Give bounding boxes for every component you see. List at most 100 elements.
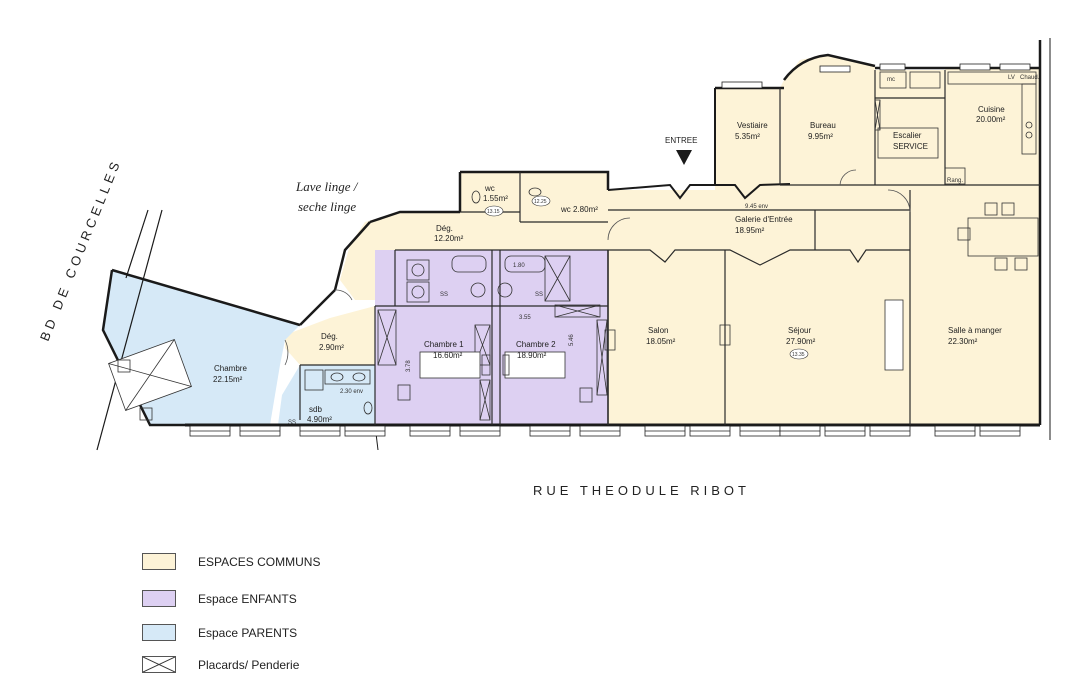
wc1-name: wc: [484, 184, 495, 193]
placard: [474, 324, 491, 366]
height-badge: [531, 195, 551, 207]
sink: [470, 282, 486, 298]
chambre1-name: Chambre 1: [424, 340, 464, 349]
mc-box: [909, 71, 941, 89]
chair: [994, 257, 1008, 271]
legend-item-parents: Espace PARENTS: [142, 624, 402, 644]
sejour-area: 27.90m²: [786, 337, 816, 346]
door-arc: [334, 289, 353, 301]
rang-box: [944, 167, 966, 185]
sdb-name: sdb: [309, 405, 322, 414]
street-line: [96, 209, 163, 451]
dim-label: 2.30 env: [340, 389, 363, 395]
door-arc: [607, 217, 631, 241]
legend-label: Espace PARENTS: [198, 626, 298, 640]
dim-label: 1.80: [513, 263, 525, 269]
door-arc: [887, 189, 911, 213]
room-labels: Vestiaire 5.35m² Bureau 9.95m² Escalier …: [213, 105, 1006, 424]
cuisine-name: Cuisine: [978, 105, 1005, 114]
note-line1: Lave linge /: [295, 179, 359, 194]
kitchen-counter: [947, 71, 1037, 85]
nightstand: [139, 407, 153, 421]
window: [959, 63, 991, 71]
deg1-area: 12.20m²: [434, 234, 464, 243]
legend-label: Espace ENFANTS: [198, 592, 297, 606]
wc1-area: 1.55m²: [483, 194, 508, 203]
dim-label: 3.55: [519, 315, 531, 321]
deg2-name: Dég.: [321, 332, 338, 341]
zone-parents-sdb: [278, 365, 375, 425]
bed-chambre2: [504, 351, 566, 379]
bath-chambre2: [504, 255, 546, 273]
sdb-toilet: [363, 401, 373, 415]
mc-label: mc: [887, 77, 895, 83]
street-bottom: RUE THEODULE RIBOT: [533, 483, 750, 498]
vestiaire-area: 5.35m²: [735, 132, 760, 141]
bed-parents: [108, 339, 192, 411]
wc-toilet: [471, 190, 481, 204]
door-arc: [284, 339, 289, 366]
height-badge: [484, 205, 504, 217]
chambre2-area: 18.90m²: [517, 351, 547, 360]
dim-label: 9.45 env: [745, 204, 768, 210]
sdb-area: 4.90m²: [307, 415, 332, 424]
fireplace: [604, 329, 616, 351]
sdb-sink: [330, 372, 344, 382]
chambre-area: 22.15m²: [213, 375, 243, 384]
bureau-area: 9.95m²: [808, 132, 833, 141]
legend-item-enfants: Espace ENFANTS: [142, 590, 402, 610]
placard: [554, 304, 601, 318]
placard: [544, 255, 571, 302]
zone-communs-deg2: [285, 306, 375, 365]
vestiaire-name: Vestiaire: [737, 121, 768, 130]
sdb-vanity: [324, 369, 371, 385]
tv: [884, 299, 904, 371]
chambre-name: Chambre: [214, 364, 247, 373]
hob: [1025, 131, 1033, 139]
bed-line: [125, 339, 175, 411]
chair: [984, 202, 998, 216]
small-labels: mc LV Chaud. Rang. SS SS SS 9.45 env 3.5…: [288, 75, 1040, 426]
hob: [1025, 121, 1033, 129]
window: [879, 63, 906, 71]
legend-label: Placards/ Penderie: [198, 658, 300, 672]
chambre2-name: Chambre 2: [516, 340, 556, 349]
fireplace: [719, 324, 731, 346]
windows: [189, 63, 1031, 437]
wall: [460, 170, 610, 190]
zone-communs-main: [608, 55, 1040, 425]
salon-area: 18.05m²: [646, 337, 676, 346]
stair-box: [877, 127, 939, 159]
washer: [406, 259, 430, 281]
placard-cross: [544, 255, 571, 302]
dim-label: 5.46: [569, 334, 575, 346]
placard-cross: [874, 99, 881, 131]
window: [999, 63, 1031, 71]
dryer: [406, 281, 430, 303]
chambre1-area: 16.60m²: [433, 351, 463, 360]
galerie-area: 18.95m²: [735, 226, 765, 235]
cuisine-area: 20.00m²: [976, 115, 1006, 124]
partition: [608, 249, 910, 266]
height-label: 13.15: [487, 209, 500, 215]
window: [721, 81, 763, 89]
placards: [377, 99, 881, 421]
window: [819, 65, 851, 73]
galerie-name: Galerie d'Entrée: [735, 215, 793, 224]
deg1-name: Dég.: [436, 224, 453, 233]
desk: [397, 384, 411, 401]
street-line: [125, 209, 149, 279]
partitions: [299, 70, 1040, 425]
doors: [284, 169, 911, 366]
lv-label: LV: [1008, 75, 1015, 81]
door-arc: [839, 169, 857, 186]
salle-area: 22.30m²: [948, 337, 978, 346]
entree-arrow: [676, 150, 692, 165]
height-label: 12.25: [534, 199, 547, 205]
deg2-area: 2.90m²: [319, 343, 344, 352]
legend-item-placards: Placards/ Penderie: [142, 656, 402, 676]
placard-cross: [554, 304, 601, 318]
desk: [579, 387, 593, 403]
sejour-name: Séjour: [788, 326, 811, 335]
